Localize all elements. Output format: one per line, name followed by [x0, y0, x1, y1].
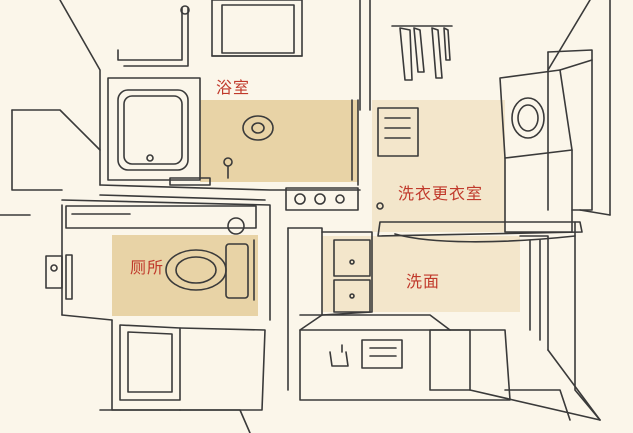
toilet — [165, 239, 255, 301]
washroom-walls — [287, 227, 373, 391]
floor-drain — [223, 115, 274, 179]
lower-floor — [99, 314, 601, 433]
wall-cabinet — [376, 107, 419, 210]
vanity-drawers — [333, 239, 371, 313]
bath-mat — [329, 339, 403, 369]
room-label-toilet: 厕所 — [130, 258, 165, 277]
room-label-laundry-dressing: 洗衣更衣室 — [398, 184, 484, 203]
hanging-clothes — [391, 25, 453, 81]
toilet-room-walls — [61, 199, 271, 321]
storage-shelf — [519, 221, 601, 421]
washing-machine — [499, 49, 593, 233]
window — [211, 0, 303, 57]
bathtub — [107, 77, 211, 186]
room-label-washroom: 洗面 — [406, 272, 441, 291]
shower-pipe — [117, 5, 190, 67]
room-label-bathroom: 浴室 — [216, 78, 251, 97]
bathroom-partition — [285, 99, 359, 211]
wall-switch — [45, 254, 73, 300]
